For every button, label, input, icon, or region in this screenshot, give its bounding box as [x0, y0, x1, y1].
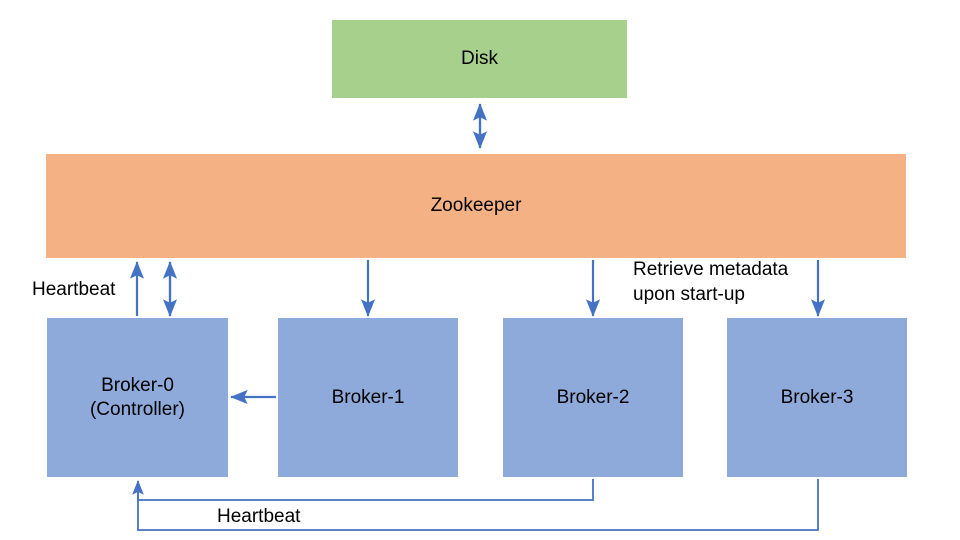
node-disk[interactable]: Disk: [332, 20, 627, 98]
edge-label-heartbeat-top: Heartbeat: [32, 279, 116, 300]
edge-label-heartbeat-bottom: Heartbeat: [217, 506, 301, 527]
node-broker-1[interactable]: Broker-1: [278, 318, 458, 477]
node-broker-0-controller[interactable]: Broker-0 (Controller): [47, 318, 228, 477]
node-broker-3[interactable]: Broker-3: [727, 318, 907, 477]
node-zookeeper[interactable]: Zookeeper: [46, 154, 906, 258]
node-broker-2[interactable]: Broker-2: [503, 318, 683, 477]
edge-broker2-broker0-heartbeat: [132, 479, 594, 501]
edge-label-retrieve-metadata: Retrieve metadata upon start-up: [633, 259, 789, 305]
